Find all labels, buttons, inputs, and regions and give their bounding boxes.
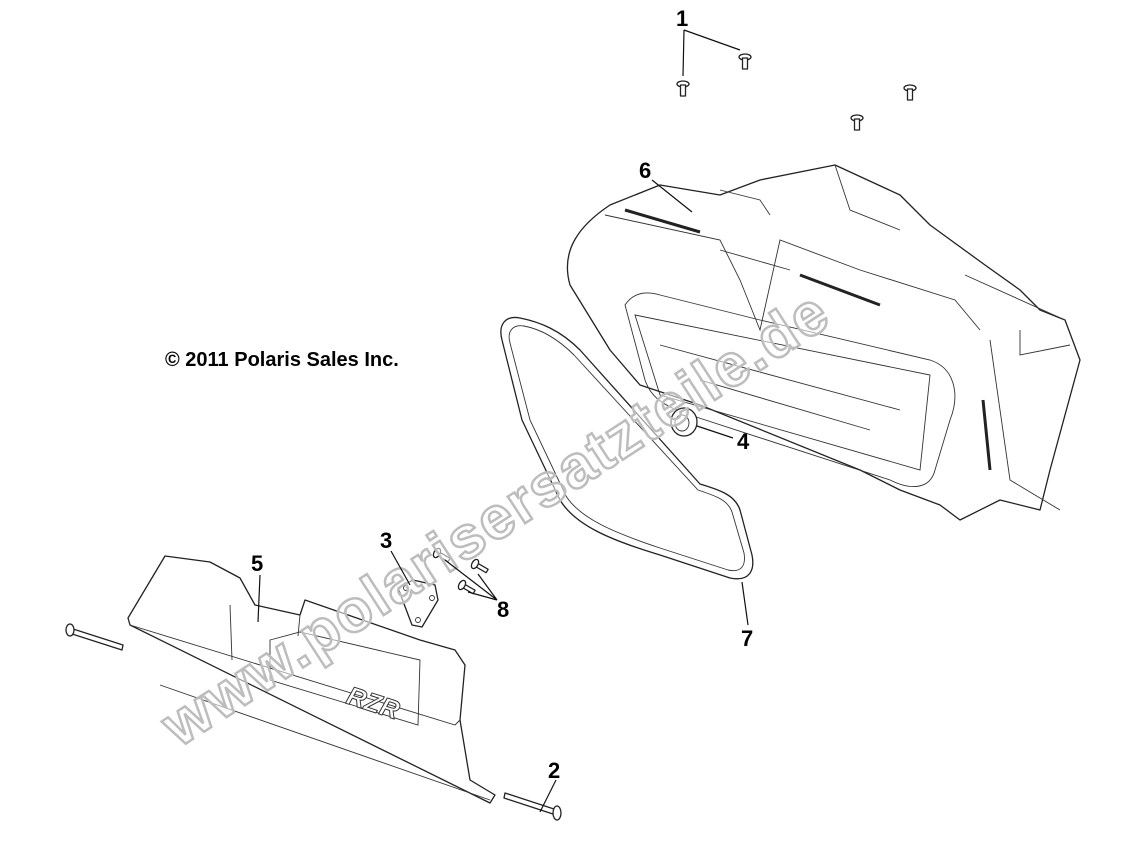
- hinge-pin-left: [65, 623, 124, 651]
- part-4-bumper: [670, 407, 698, 437]
- callout-1: 1: [676, 6, 688, 31]
- part-3-plate: [397, 579, 439, 628]
- part-8-screws: [432, 547, 489, 595]
- part-2-hinge-pin: [503, 792, 562, 821]
- callout-7: 7: [741, 626, 753, 651]
- callout-3: 3: [380, 528, 392, 553]
- part-6-glovebox-housing: [566, 164, 1081, 521]
- callout-8: 8: [497, 597, 509, 622]
- callout-2: 2: [548, 758, 560, 783]
- part-5-glovebox-door: RZR: [127, 555, 496, 804]
- copyright-notice: © 2011 Polaris Sales Inc.: [165, 349, 399, 371]
- part-1-screws: [676, 53, 917, 131]
- callout-5: 5: [251, 551, 263, 576]
- leader-lines: [257, 29, 749, 813]
- callout-6: 6: [639, 158, 651, 183]
- callout-4: 4: [737, 429, 750, 454]
- part-7-seal: [500, 316, 754, 580]
